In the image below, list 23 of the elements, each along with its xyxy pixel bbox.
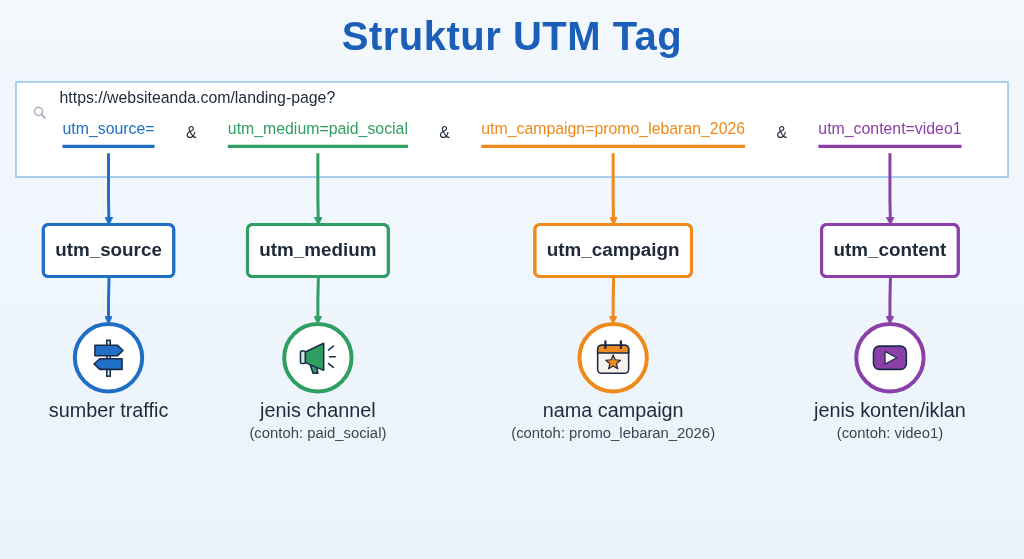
separator-text: & (185, 124, 197, 142)
node-caption: jenis channel (260, 399, 376, 422)
node-circle (854, 322, 926, 394)
node-caption: sumber traffic (48, 399, 169, 422)
arrow (885, 277, 895, 325)
example-note: (contoh: paid_social) (249, 425, 387, 441)
node-caption: nama campaign (542, 399, 684, 422)
arrow (608, 277, 618, 325)
node-text: utm_campaign=promo_lebaran_2026 (481, 120, 746, 138)
arrow (313, 277, 323, 325)
node-text: utm_source= (62, 120, 155, 138)
arrow (104, 277, 113, 325)
example-note: (contoh: video1) (836, 425, 944, 441)
node-text: utm_medium=paid_social (227, 120, 408, 138)
node-circle (577, 322, 649, 394)
node-circle (282, 322, 354, 394)
example-note: (contoh: promo_lebaran_2026) (511, 425, 716, 441)
diagram-title: Struktur UTM Tag (341, 14, 683, 59)
separator-text: & (776, 124, 787, 142)
node-circle (72, 322, 145, 394)
node-text: utm_content=video1 (818, 120, 962, 138)
node-caption: jenis konten/iklan (814, 399, 966, 422)
separator-text: & (439, 124, 450, 142)
